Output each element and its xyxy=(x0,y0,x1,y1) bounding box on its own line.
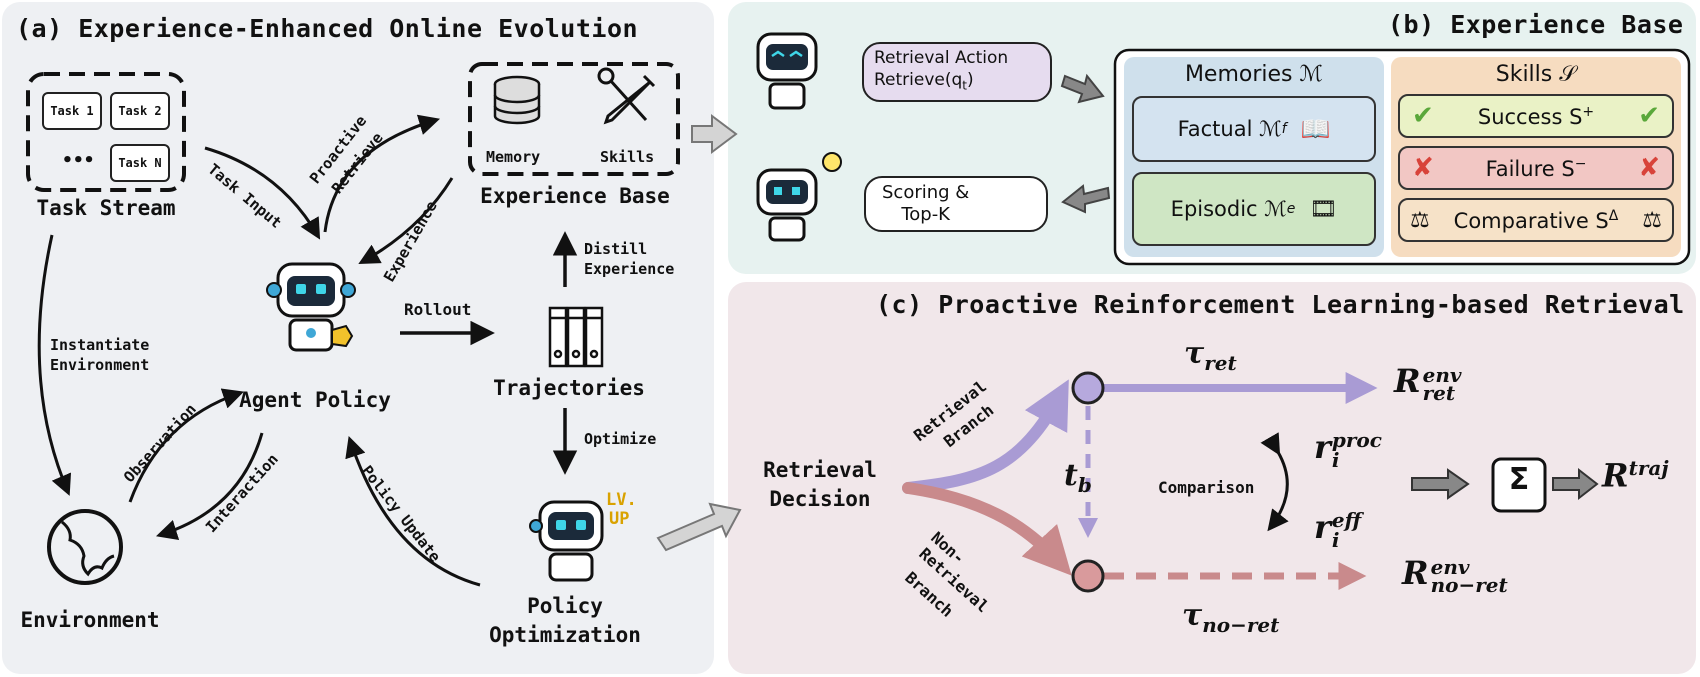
non-retrieval-branch-arrow xyxy=(902,482,1072,576)
tools-icon xyxy=(597,67,656,125)
sum-symbol: Σ xyxy=(1508,462,1530,497)
failure-skill-box: ✘ Failure S− ✘ xyxy=(1398,146,1674,190)
arrow-retrieve-to-memories xyxy=(1060,73,1105,104)
robot-retrieval-action xyxy=(756,32,818,110)
lv-badge-1: LV. xyxy=(606,490,637,510)
scales-icon: ⚖ xyxy=(1410,207,1430,233)
retrieval-action-line-2: Retrieve(qt) xyxy=(874,70,974,93)
panel-a-title: (a) Experience-Enhanced Online Evolution xyxy=(16,14,639,43)
arrow-to-sum xyxy=(1411,468,1470,500)
lv-badge-2: UP xyxy=(609,509,630,529)
edge-instantiate-2: Environment xyxy=(50,356,150,374)
task-stream-box xyxy=(26,72,186,192)
trajectories-icon xyxy=(548,306,604,368)
node-retrieval xyxy=(1071,371,1105,405)
cross-icon: ✘ xyxy=(1412,153,1434,183)
memories-title: Memories ℳ xyxy=(1184,62,1324,87)
experience-base-box xyxy=(468,62,680,176)
r-traj: Rtraj xyxy=(1602,456,1669,495)
retrieval-decision-2: Decision xyxy=(769,487,871,511)
agent-policy-label: Agent Policy xyxy=(239,388,391,412)
arrow-to-retrieval-decision xyxy=(656,502,742,552)
comparison-label: Comparison xyxy=(1158,478,1255,497)
task-tile-2: Task 2 xyxy=(110,92,170,130)
success-skill-box: ✔ Success S+ ✔ xyxy=(1398,94,1674,138)
retrieval-decision-1: Retrieval xyxy=(763,458,877,482)
film-icon: 🎞 xyxy=(1309,196,1338,222)
arrow-task-input xyxy=(204,146,321,240)
policy-optimization-label-2: Optimization xyxy=(489,623,641,647)
scales-icon: ⚖ xyxy=(1642,207,1662,233)
arrow-instantiate xyxy=(37,234,72,496)
retrieval-action-pill: Retrieval Action Retrieve(qt) xyxy=(862,42,1052,102)
database-icon xyxy=(493,75,541,125)
arrow-sum-to-rtraj xyxy=(1552,467,1599,501)
task-tile-1: Task 1 xyxy=(42,92,102,130)
edge-rollout: Rollout xyxy=(404,300,472,319)
comparative-skill-box: ⚖ Comparative SΔ ⚖ xyxy=(1398,198,1674,242)
arrow-interaction xyxy=(155,432,264,541)
skills-title: Skills 𝒮 xyxy=(1495,62,1577,87)
robot-agent-policy xyxy=(266,262,356,352)
scoring-line-1: Scoring & xyxy=(882,182,970,203)
edge-distill-2: Experience xyxy=(584,260,675,278)
task-tile-ellipsis: ••• xyxy=(62,150,95,171)
edge-distill-1: Distill xyxy=(584,240,648,258)
sum-box xyxy=(1491,457,1547,513)
arrow-proactive-retrieve xyxy=(323,114,441,233)
task-tile-n: Task N xyxy=(110,144,170,182)
check-icon: ✔ xyxy=(1412,101,1434,131)
skills-label: Skills xyxy=(600,148,655,166)
edge-instantiate-1: Instantiate xyxy=(50,336,150,354)
panel-c-title: (c) Proactive Reinforcement Learning-bas… xyxy=(876,290,1685,319)
robot-policy-optimization xyxy=(529,500,604,582)
check-icon: ✔ xyxy=(1638,101,1660,131)
retrieval-branch-arrow xyxy=(902,379,1069,494)
arrow-experience xyxy=(358,177,454,265)
scoring-line-2: Top-K xyxy=(901,204,950,225)
panel-b-title: (b) Experience Base xyxy=(1388,10,1684,39)
arrow-observation xyxy=(128,388,244,503)
cross-icon: ✘ xyxy=(1638,153,1660,183)
globe-icon xyxy=(47,509,123,585)
t-b: tb xyxy=(1064,458,1092,497)
arrow-policy-update xyxy=(345,436,481,587)
trajectories-label: Trajectories xyxy=(493,376,645,400)
comparison-arrow xyxy=(1260,432,1289,532)
memory-label: Memory xyxy=(486,148,541,166)
tau-noret: τno−ret xyxy=(1182,598,1280,637)
arrow-to-scoring xyxy=(1061,184,1111,214)
arrow-to-experience-base xyxy=(691,114,738,154)
experience-base-label: Experience Base xyxy=(480,184,670,208)
tau-ret: τret xyxy=(1184,336,1237,375)
scoring-topk-pill: Scoring & Top-K xyxy=(864,176,1048,232)
edge-optimize: Optimize xyxy=(584,430,657,448)
task-stream-label: Task Stream xyxy=(36,196,176,220)
policy-optimization-label-1: Policy xyxy=(527,594,603,618)
book-icon: 📖 xyxy=(1300,115,1331,143)
retrieval-action-line-1: Retrieval Action xyxy=(874,48,1009,69)
robot-scoring xyxy=(756,152,842,242)
environment-label: Environment xyxy=(20,608,160,632)
node-non-retrieval xyxy=(1071,559,1105,593)
